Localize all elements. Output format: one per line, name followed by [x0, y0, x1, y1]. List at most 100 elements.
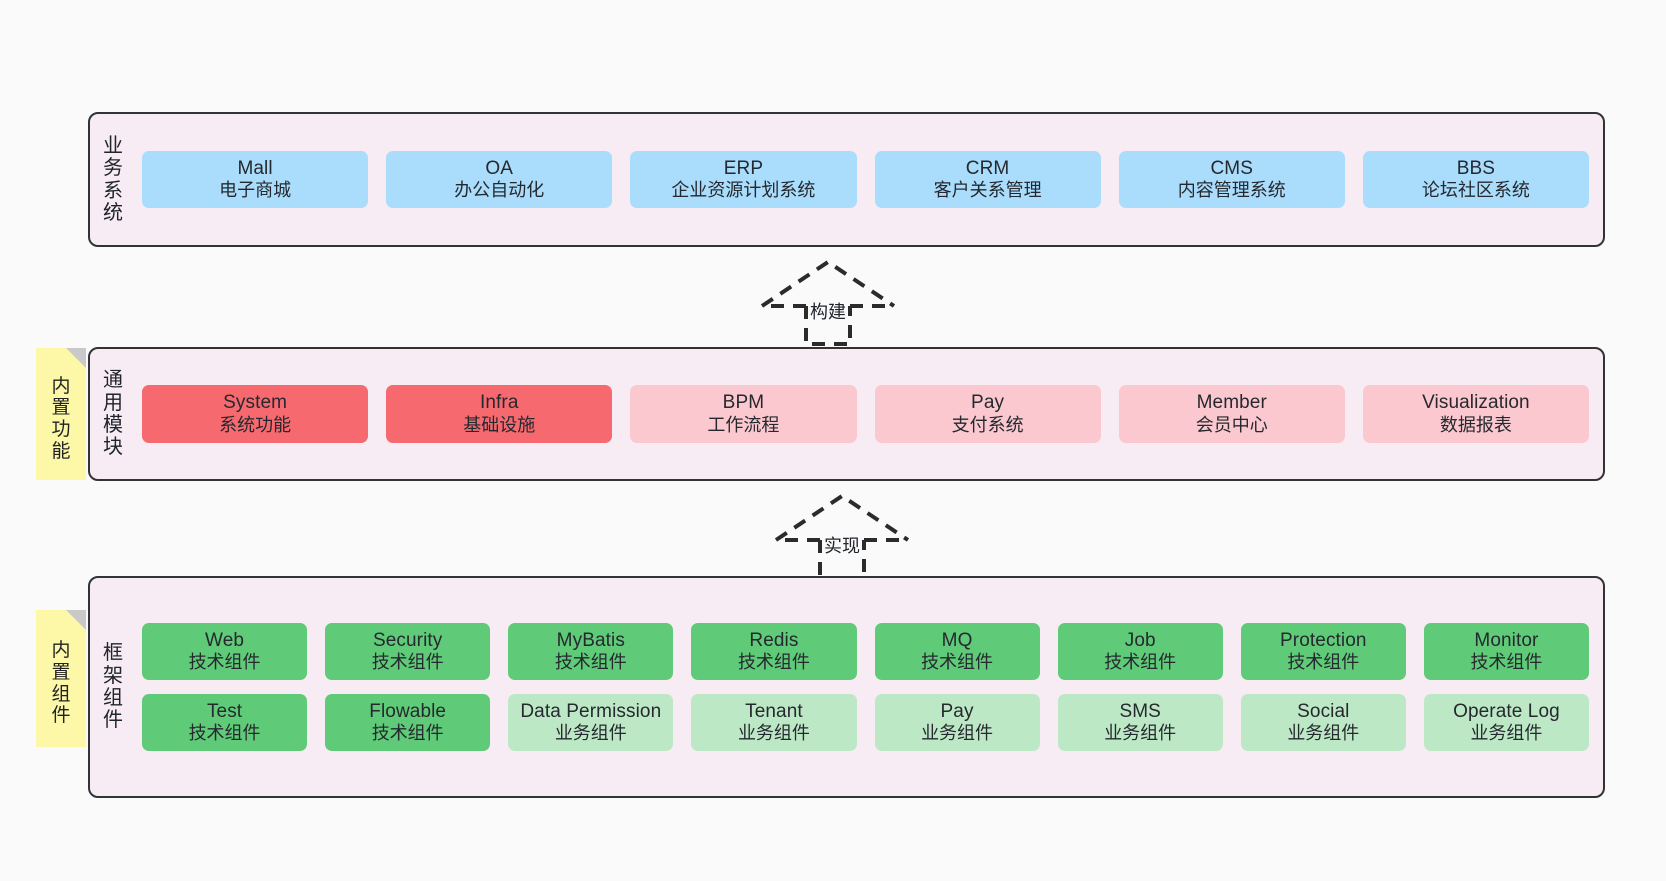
card-mall[interactable]: Mall 电子商城	[142, 150, 369, 209]
implement-arrow: 实现	[772, 490, 912, 580]
note-fold-icon	[66, 348, 86, 368]
card-title: Tenant	[745, 701, 803, 722]
card-subtitle: 技术组件	[554, 652, 627, 673]
card-subtitle: 业务组件	[1104, 723, 1177, 744]
card-subtitle: 企业资源计划系统	[671, 180, 816, 201]
card-title: Member	[1196, 392, 1267, 414]
title-char: 业	[103, 134, 123, 157]
card-security[interactable]: Security 技术组件	[325, 622, 491, 680]
builtin-features-note: 内 置 功 能	[36, 348, 86, 480]
card-subtitle: 业务组件	[921, 723, 994, 744]
common-modules-card-grid: System 系统功能 Infra 基础设施 BPM 工作流程 Pay 支付系统…	[136, 349, 1603, 479]
card-title: Pay	[971, 392, 1005, 414]
business-systems-card-grid: Mall 电子商城 OA 办公自动化 ERP 企业资源计划系统 CRM 客户关系…	[136, 114, 1603, 245]
card-tenant[interactable]: Tenant 业务组件	[691, 694, 857, 752]
card-web[interactable]: Web 技术组件	[142, 622, 308, 680]
card-subtitle: 技术组件	[921, 652, 994, 673]
card-mybatis[interactable]: MyBatis 技术组件	[508, 622, 674, 680]
card-subtitle: 技术组件	[371, 652, 444, 673]
card-subtitle: 业务组件	[1470, 723, 1543, 744]
card-title: Visualization	[1422, 392, 1530, 414]
card-subtitle: 数据报表	[1439, 414, 1512, 435]
card-erp[interactable]: ERP 企业资源计划系统	[630, 150, 857, 209]
card-subtitle: 技术组件	[371, 723, 444, 744]
build-arrow-icon	[760, 259, 896, 346]
card-visualization[interactable]: Visualization 数据报表	[1362, 385, 1589, 443]
card-subtitle: 基础设施	[463, 414, 536, 435]
card-subtitle: 技术组件	[1470, 652, 1543, 673]
note-char: 置	[51, 661, 71, 683]
card-subtitle: 内容管理系统	[1177, 180, 1286, 201]
card-subtitle: 支付系统	[951, 414, 1024, 435]
note-fold-icon	[66, 610, 86, 630]
card-bpm[interactable]: BPM 工作流程	[630, 385, 857, 443]
card-title: Social	[1297, 701, 1350, 722]
card-test[interactable]: Test 技术组件	[142, 694, 308, 752]
card-infra[interactable]: Infra 基础设施	[386, 385, 613, 443]
title-char: 务	[103, 157, 123, 180]
implement-arrow-label: 实现	[824, 536, 860, 556]
card-subtitle: 论坛社区系统	[1421, 180, 1530, 201]
card-title: OA	[485, 157, 514, 179]
card-redis[interactable]: Redis 技术组件	[691, 622, 857, 680]
card-monitor[interactable]: Monitor 技术组件	[1423, 622, 1589, 680]
card-title: CRM	[965, 157, 1010, 179]
card-title: System	[223, 392, 288, 414]
card-title: Job	[1124, 629, 1156, 651]
card-title: Pay	[940, 701, 974, 722]
card-system[interactable]: System 系统功能	[142, 385, 369, 443]
card-data-permission[interactable]: Data Permission 业务组件	[508, 694, 674, 752]
card-subtitle: 业务组件	[737, 723, 810, 744]
title-char: 框	[103, 642, 123, 665]
card-oa[interactable]: OA 办公自动化	[386, 150, 613, 209]
card-subtitle: 电子商城	[219, 180, 292, 201]
section-title-business-systems: 业 务 系 统	[90, 114, 136, 245]
card-title: SMS	[1119, 701, 1161, 722]
card-subtitle: 办公自动化	[454, 180, 545, 201]
section-title-common-modules: 通 用 模 块	[90, 349, 136, 479]
section-framework-components: 框 架 组 件 Web 技术组件 Security 技术组件 MyBatis 技…	[88, 576, 1605, 798]
card-cms[interactable]: CMS 内容管理系统	[1118, 150, 1345, 209]
note-char: 内	[51, 375, 71, 397]
card-bbs[interactable]: BBS 论坛社区系统	[1362, 150, 1589, 209]
card-title: Monitor	[1474, 629, 1539, 651]
card-title: Flowable	[369, 701, 447, 722]
card-subtitle: 系统功能	[219, 414, 292, 435]
card-title: Protection	[1280, 629, 1367, 651]
card-protection[interactable]: Protection 技术组件	[1240, 622, 1406, 680]
note-char: 件	[51, 705, 71, 727]
note-char: 置	[51, 397, 71, 419]
card-member[interactable]: Member 会员中心	[1118, 385, 1345, 443]
card-title: BPM	[722, 392, 765, 414]
card-subtitle: 技术组件	[1287, 652, 1360, 673]
card-crm[interactable]: CRM 客户关系管理	[874, 150, 1101, 209]
build-arrow-label: 构建	[810, 302, 846, 322]
card-job[interactable]: Job 技术组件	[1057, 622, 1223, 680]
framework-components-card-grid: Web 技术组件 Security 技术组件 MyBatis 技术组件 Redi…	[136, 578, 1603, 796]
note-char: 内	[51, 640, 71, 662]
card-subtitle: 工作流程	[707, 414, 780, 435]
card-subtitle: 技术组件	[188, 723, 261, 744]
title-char: 通	[103, 369, 123, 392]
card-subtitle: 技术组件	[737, 652, 810, 673]
card-title: Test	[206, 701, 243, 722]
section-business-systems: 业 务 系 统 Mall 电子商城 OA 办公自动化 ERP 企业资源计划系统 …	[88, 112, 1605, 247]
card-subtitle: 会员中心	[1195, 414, 1268, 435]
card-title: CMS	[1210, 157, 1253, 179]
card-title: ERP	[723, 157, 764, 179]
title-char: 架	[103, 664, 123, 687]
card-sms[interactable]: SMS 业务组件	[1057, 694, 1223, 752]
card-pay-component[interactable]: Pay 业务组件	[874, 694, 1040, 752]
card-subtitle: 技术组件	[188, 652, 261, 673]
card-operate-log[interactable]: Operate Log 业务组件	[1423, 694, 1589, 752]
card-pay-module[interactable]: Pay 支付系统	[874, 385, 1101, 443]
card-subtitle: 客户关系管理	[933, 180, 1042, 201]
card-title: Infra	[479, 392, 519, 414]
title-char: 系	[103, 179, 123, 202]
card-mq[interactable]: MQ 技术组件	[874, 622, 1040, 680]
card-title: MQ	[941, 629, 973, 651]
card-social[interactable]: Social 业务组件	[1240, 694, 1406, 752]
card-title: BBS	[1456, 157, 1496, 179]
card-flowable[interactable]: Flowable 技术组件	[325, 694, 491, 752]
